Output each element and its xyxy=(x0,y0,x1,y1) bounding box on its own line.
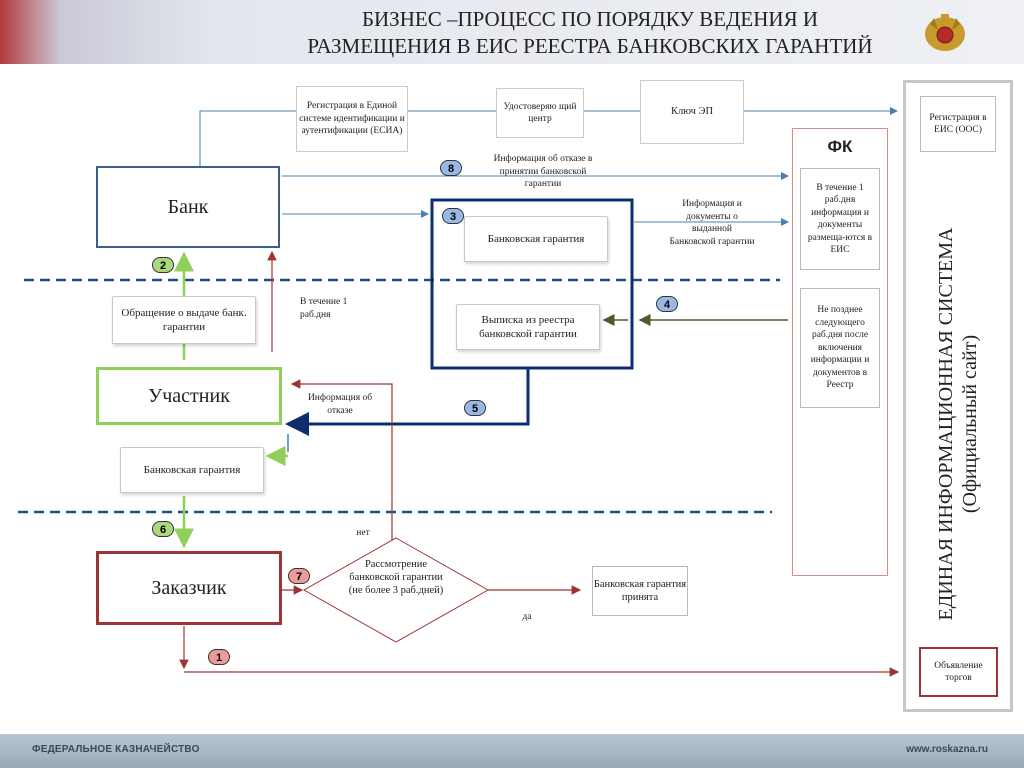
no-label: нет xyxy=(356,528,370,538)
guarantee-accepted-text: Банковская гарантия принята xyxy=(593,579,687,603)
step-5-badge: 5 xyxy=(464,400,486,416)
bank-guarantee-center-text: Банковская гарантия xyxy=(487,233,585,245)
bank-label: Банк xyxy=(167,195,209,218)
eis-registration-text: Регистрация в ЕИС (ООС) xyxy=(929,112,987,136)
customer-box: Заказчик xyxy=(96,551,282,625)
step-4-badge: 4 xyxy=(656,296,678,312)
ep-key-text: Ключ ЭП xyxy=(670,106,714,117)
page-title-line1: БИЗНЕС –ПРОЦЕСС ПО ПОРЯДКУ ВЕДЕНИЯ И xyxy=(361,7,819,31)
customer-label: Заказчик xyxy=(151,576,227,599)
fk-publish-box: В течение 1 раб.дня информация и докумен… xyxy=(800,168,880,270)
footer-url[interactable]: www.roskazna.ru xyxy=(906,744,988,755)
announcement-text: Объявление торгов xyxy=(934,660,983,684)
guarantee-accepted-box: Банковская гарантия принята xyxy=(592,566,688,616)
eis-panel xyxy=(903,80,1013,712)
step-8-badge: 8 xyxy=(440,160,462,176)
header-banner xyxy=(0,0,1024,64)
page-title-line2: РАЗМЕЩЕНИЯ В ЕИС РЕЕСТРА БАНКОВСКИХ ГАРА… xyxy=(307,34,873,58)
guarantee-request-text: Обращение о выдаче банк. гарантии xyxy=(121,307,247,333)
step-7-badge: 7 xyxy=(288,568,310,584)
within-day-label: В течение 1 раб.дня xyxy=(300,297,348,320)
fk-deadline-box: Не позднее следующего раб.дня после вклю… xyxy=(800,288,880,408)
eis-title: ЕДИНАЯ ИНФОРМАЦИОННАЯ СИСТЕМА (Официальн… xyxy=(920,227,1000,620)
page-title: БИЗНЕС –ПРОЦЕСС ПО ПОРЯДКУ ВЕДЕНИЯ И РАЗ… xyxy=(250,6,930,60)
registry-extract-doc: Выписка из реестра банковской гарантии xyxy=(456,304,600,350)
bank-guarantee-doc-center: Банковская гарантия xyxy=(464,216,608,262)
footer-org: ФЕДЕРАЛЬНОЕ КАЗНАЧЕЙСТВО xyxy=(32,744,200,755)
step-2-badge: 2 xyxy=(152,257,174,273)
certification-center-box: Удостоверяю щий центр xyxy=(496,88,584,138)
announcement-box: Объявление торгов xyxy=(919,647,998,697)
refusal-info-label: Информация об отказе xyxy=(307,393,373,416)
review-label: Рассмотрение банковской гарантии (не бол… xyxy=(348,559,444,596)
bank-box: Банк xyxy=(96,166,280,248)
fk-deadline-text: Не позднее следующего раб.дня после вклю… xyxy=(810,305,870,391)
esia-registration-text: Регистрация в Единой системе идентификац… xyxy=(299,101,405,137)
refusal-info-top-label: Информация об отказе в принятии банковск… xyxy=(493,154,593,189)
eagle-emblem-icon xyxy=(925,14,965,51)
info-docs-label: Информация и документы о выданной Банков… xyxy=(669,199,755,247)
registry-extract-text: Выписка из реестра банковской гарантии xyxy=(479,314,577,340)
participant-label: Участник xyxy=(148,384,230,407)
ep-key-box: Ключ ЭП xyxy=(640,80,744,144)
participant-box: Участник xyxy=(96,367,282,425)
eis-registration-box: Регистрация в ЕИС (ООС) xyxy=(920,96,996,152)
guarantee-request-doc: Обращение о выдаче банк. гарантии xyxy=(112,296,256,344)
fk-publish-text: В течение 1 раб.дня информация и докумен… xyxy=(807,182,873,256)
fk-title: ФК xyxy=(827,137,853,156)
esia-registration-box: Регистрация в Единой системе идентификац… xyxy=(296,86,408,152)
bank-guarantee-doc-left: Банковская гарантия xyxy=(120,447,264,493)
eis-title-line: ЕДИНАЯ ИНФОРМАЦИОННАЯ СИСТЕМА xyxy=(935,227,957,621)
footer-bar: ФЕДЕРАЛЬНОЕ КАЗНАЧЕЙСТВО www.roskazna.ru xyxy=(0,734,1024,768)
step-1-badge: 1 xyxy=(208,649,230,665)
bank-guarantee-left-text: Банковская гарантия xyxy=(143,464,241,476)
yes-label: да xyxy=(522,612,532,622)
certification-center-text: Удостоверяю щий центр xyxy=(503,101,577,125)
step-6-badge: 6 xyxy=(152,521,174,537)
step-3-badge: 3 xyxy=(442,208,464,224)
eis-subtitle-line: (Официальный сайт) xyxy=(959,334,981,514)
